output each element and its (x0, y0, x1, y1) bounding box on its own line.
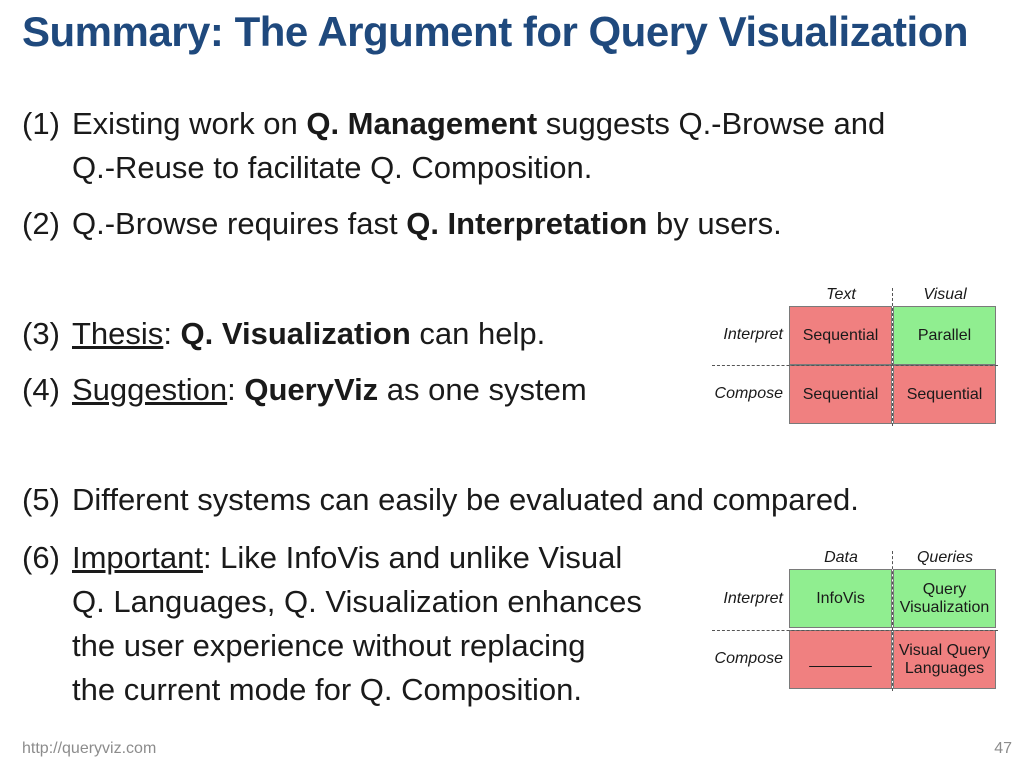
cell-data-interpret: InfoVis (789, 569, 892, 628)
cell-visual-interpret: Parallel (893, 306, 996, 365)
cell-data-compose: _______ (789, 630, 892, 689)
horizontal-divider (712, 365, 998, 366)
item-text: Different systems can easily be evaluate… (72, 482, 859, 517)
col-header-visual: Visual (923, 286, 967, 303)
col-header-text: Text (826, 286, 856, 303)
item-number: (2) (22, 206, 60, 241)
row-label-compose: Compose (714, 650, 783, 667)
page-number: 47 (994, 740, 1012, 757)
item-number: (3) (22, 316, 60, 351)
row-label-compose: Compose (714, 385, 783, 402)
col-header-data: Data (824, 549, 858, 566)
vertical-divider (892, 551, 893, 691)
cell-visual-compose: Sequential (893, 365, 996, 424)
item-number: (4) (22, 372, 60, 407)
bullet-item-6-line2: Q. Languages, Q. Visualization enhances (72, 584, 642, 619)
horizontal-divider (712, 630, 998, 631)
vertical-divider (892, 288, 893, 426)
bullet-item-1-line2: Q.-Reuse to facilitate Q. Composition. (72, 150, 593, 185)
cell-text-interpret: Sequential (789, 306, 892, 365)
slide-title: Summary: The Argument for Query Visualiz… (22, 8, 969, 55)
item-text: Thesis: Q. Visualization can help. (72, 316, 546, 351)
cell-queries-compose: Visual Query Languages (893, 630, 996, 689)
item-number: (1) (22, 106, 60, 141)
bullet-item-6-line3: the user experience without replacing (72, 628, 586, 663)
cell-text-compose: Sequential (789, 365, 892, 424)
item-number: (6) (22, 540, 60, 575)
bullet-item-6-line4: the current mode for Q. Composition. (72, 672, 583, 707)
item-text: Suggestion: QueryViz as one system (72, 372, 587, 407)
col-header-queries: Queries (916, 549, 974, 566)
row-label-interpret: Interpret (723, 326, 783, 343)
row-label-interpret: Interpret (723, 590, 783, 607)
item-text: Q.-Browse requires fast Q. Interpretatio… (72, 206, 782, 241)
item-number: (5) (22, 482, 60, 517)
cell-queries-interpret: Query Visualization (893, 569, 996, 628)
item-text: Important: Like InfoVis and unlike Visua… (72, 540, 623, 575)
item-text: Existing work on Q. Management suggests … (72, 106, 886, 141)
footer-url: http://queryviz.com (22, 740, 157, 757)
